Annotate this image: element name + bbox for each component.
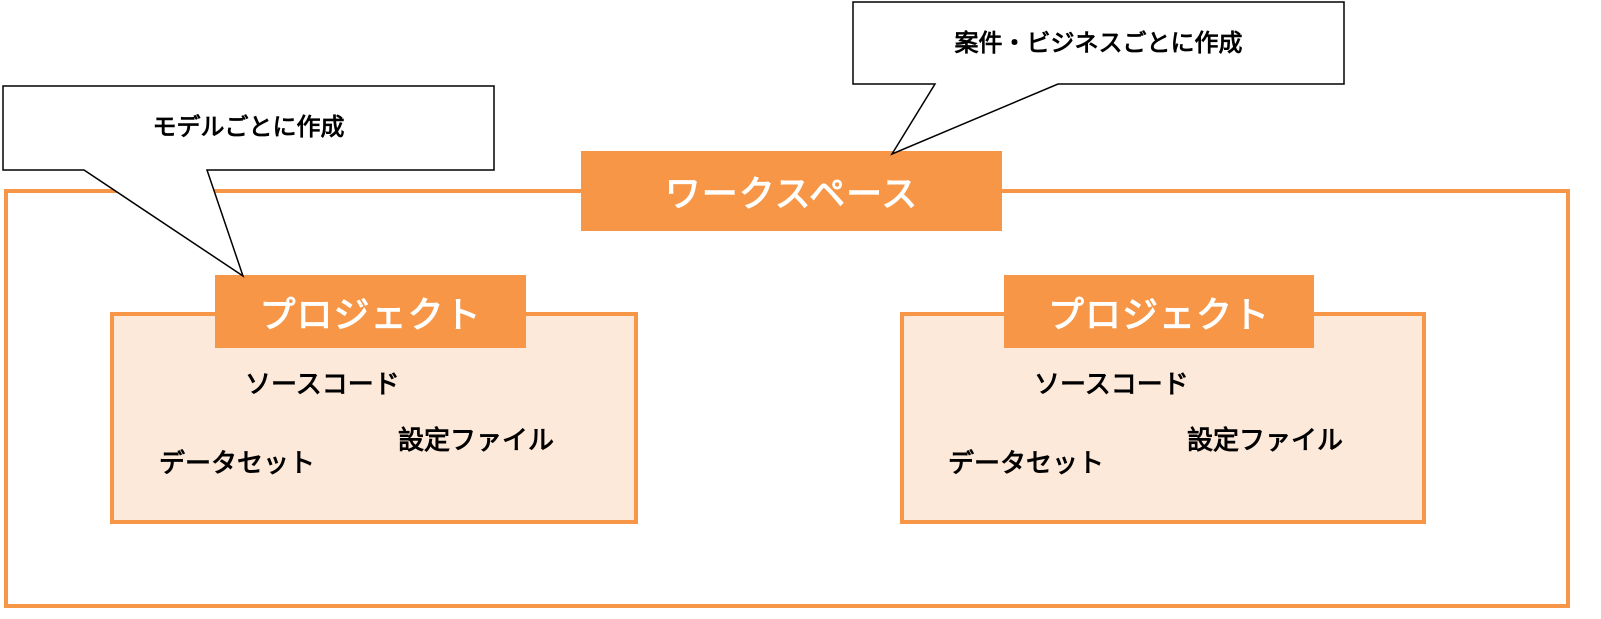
workspace-label: ワークスペース xyxy=(581,151,1002,231)
project-callout-text: モデルごとに作成 xyxy=(152,113,345,141)
project-1-config-file: 設定ファイル xyxy=(398,426,555,456)
project-1-dataset: データセット xyxy=(159,449,316,479)
project-label-2: プロジェクト xyxy=(1004,275,1314,348)
project-2-dataset: データセット xyxy=(948,449,1105,479)
project-2-source-code: ソースコード xyxy=(1034,370,1189,400)
project-2-config-file: 設定ファイル xyxy=(1187,426,1344,456)
workspace-callout-bubble xyxy=(852,1,1345,156)
project-1-source-code: ソースコード xyxy=(245,370,400,400)
project-label-1: プロジェクト xyxy=(215,275,526,348)
workspace-callout-text: 案件・ビジネスごとに作成 xyxy=(954,29,1243,57)
